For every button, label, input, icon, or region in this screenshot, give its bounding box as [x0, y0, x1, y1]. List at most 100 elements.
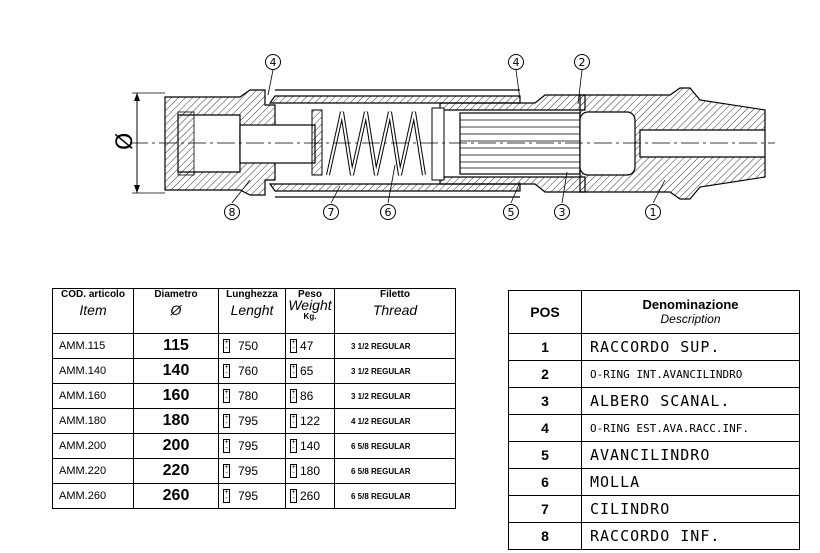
tolerance-icon: +- [290, 414, 297, 429]
cell-part-name: RACCORDO INF. [581, 522, 800, 550]
cell-length: +-795 [218, 458, 286, 484]
tolerance-icon: +- [223, 339, 230, 354]
cell-item: AMM.220 [52, 458, 134, 484]
cell-thread: 6 5/8 REGULAR [334, 483, 456, 509]
cell-part-name: O-RING EST.AVA.RACC.INF. [581, 414, 800, 442]
cross-section-drawing: Ø 4 4 2 8 7 6 5 [113, 54, 775, 220]
piston-rod [239, 124, 316, 164]
cell-weight: +-65 [285, 358, 335, 384]
cell-weight: +-47 [285, 333, 335, 359]
cell-part-name: O-RING INT.AVANCILINDRO [581, 360, 800, 388]
cell-pos: 5 [508, 441, 582, 469]
cell-weight: +-86 [285, 383, 335, 409]
tolerance-icon: +- [223, 389, 230, 404]
cell-part-name: MOLLA [581, 468, 800, 496]
cell-diameter: 140 [133, 358, 219, 384]
callout-4a: 4 [265, 54, 281, 70]
cell-weight: +-122 [285, 408, 335, 434]
cell-weight: +-260 [285, 483, 335, 509]
svg-text:7: 7 [328, 206, 335, 219]
cell-pos: 7 [508, 495, 582, 523]
cell-diameter: 220 [133, 458, 219, 484]
cylinder-body [268, 95, 521, 192]
cell-part-name: ALBERO SCANAL. [581, 387, 800, 415]
cell-thread: 6 5/8 REGULAR [334, 458, 456, 484]
tolerance-icon: +- [223, 364, 230, 379]
tolerance-icon: +- [290, 464, 297, 479]
callout-8: 8 [224, 204, 240, 220]
cell-length: +-795 [218, 408, 286, 434]
tolerance-icon: +- [290, 389, 297, 404]
header-pos: POS [508, 290, 582, 334]
cell-length: +-795 [218, 483, 286, 509]
callout-6: 6 [380, 204, 396, 220]
callout-4b: 4 [508, 54, 524, 70]
cell-length: +-760 [218, 358, 286, 384]
cell-item: AMM.115 [52, 333, 134, 359]
cell-pos: 1 [508, 333, 582, 361]
cell-thread: 3 1/2 REGULAR [334, 358, 456, 384]
tolerance-icon: +- [290, 489, 297, 504]
cell-pos: 3 [508, 387, 582, 415]
cell-pos: 2 [508, 360, 582, 388]
svg-text:4: 4 [513, 56, 520, 69]
tolerance-icon: +- [223, 464, 230, 479]
diameter-symbol: Ø [113, 133, 138, 150]
tolerance-icon: +- [223, 414, 230, 429]
cell-weight: +-140 [285, 433, 335, 459]
spring [326, 111, 426, 176]
cell-item: AMM.200 [52, 433, 134, 459]
cell-diameter: 180 [133, 408, 219, 434]
svg-text:2: 2 [579, 56, 586, 69]
cell-diameter: 115 [133, 333, 219, 359]
svg-text:8: 8 [229, 206, 236, 219]
cell-item: AMM.160 [52, 383, 134, 409]
callout-7: 7 [323, 204, 339, 220]
cell-item: AMM.180 [52, 408, 134, 434]
cell-weight: +-180 [285, 458, 335, 484]
svg-text:1: 1 [650, 206, 657, 219]
cell-part-name: CILINDRO [581, 495, 800, 523]
callout-markers: 4 4 2 8 7 6 5 3 1 [224, 54, 661, 220]
tolerance-icon: +- [223, 489, 230, 504]
cell-pos: 8 [508, 522, 582, 550]
cell-length: +-780 [218, 383, 286, 409]
cell-diameter: 200 [133, 433, 219, 459]
callout-5: 5 [503, 204, 519, 220]
svg-text:5: 5 [508, 206, 515, 219]
tolerance-icon: +- [223, 439, 230, 454]
cell-diameter: 160 [133, 383, 219, 409]
splined-shaft [459, 112, 581, 175]
cell-thread: 4 1/2 REGULAR [334, 408, 456, 434]
svg-text:4: 4 [270, 56, 277, 69]
callout-2: 2 [574, 54, 590, 70]
cell-thread: 3 1/2 REGULAR [334, 333, 456, 359]
cell-pos: 4 [508, 414, 582, 442]
cell-diameter: 260 [133, 483, 219, 509]
tolerance-icon: +- [290, 364, 297, 379]
